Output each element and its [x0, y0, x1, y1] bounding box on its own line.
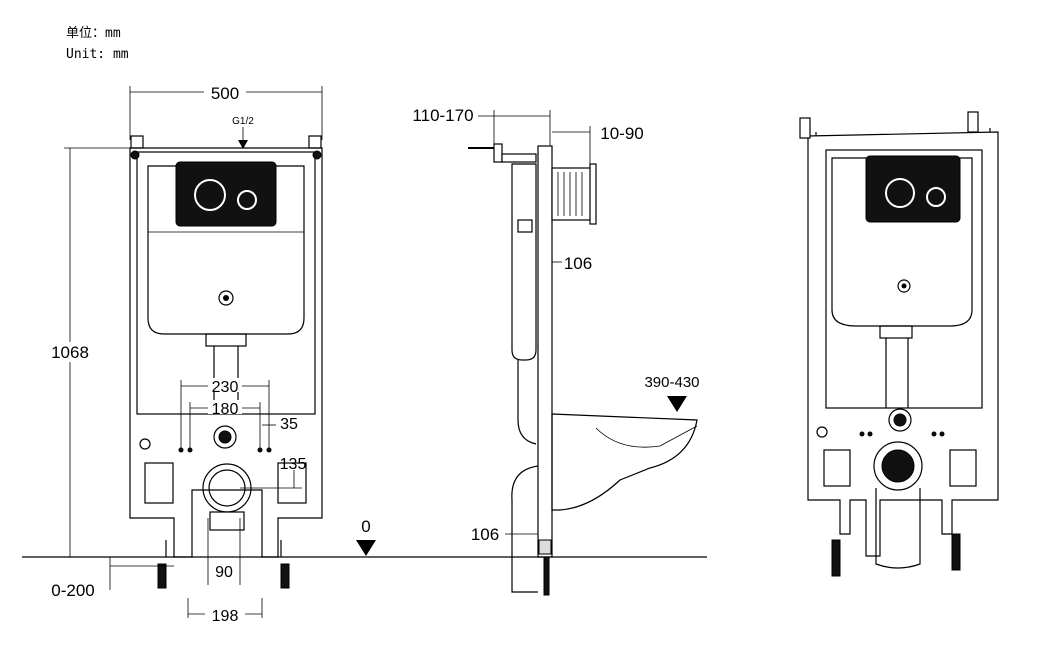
foot-width-label: 198 — [212, 608, 239, 625]
iso-frame — [807, 131, 999, 557]
iso-outlet — [873, 441, 923, 491]
seat-height-label: 390-430 — [644, 374, 699, 391]
iso-cistern — [831, 157, 973, 327]
inlet-label: G1/2 — [232, 116, 254, 127]
flush-plate — [175, 161, 277, 227]
bolt-port — [213, 425, 237, 449]
flush-button-large — [194, 179, 226, 211]
spacing-inner-label: 180 — [212, 401, 239, 418]
outlet-dia-label: 135 — [280, 456, 307, 473]
flush-depth-label: 110-170 — [412, 106, 473, 125]
wall-thickness-label: 10-90 — [600, 124, 643, 143]
foot-screw-right — [280, 563, 290, 589]
unit-label-en: Unit: mm — [66, 47, 129, 62]
seat-height-marker — [667, 396, 687, 412]
foot-screw-left — [157, 563, 167, 589]
side-cistern — [511, 163, 537, 361]
front-view: 500 G1/2 230 180 — [44, 84, 323, 625]
leg-adjust-label: 0-200 — [51, 581, 94, 600]
width-label: 500 — [211, 84, 239, 103]
side-drain-pipe — [511, 465, 539, 593]
cistern-tank — [147, 165, 305, 335]
floor-level-marker — [356, 540, 376, 556]
side-view: 110-170 10-90 106 390-430 — [356, 106, 700, 596]
frame-depth-bottom-label: 106 — [471, 525, 499, 544]
front-frame — [129, 147, 323, 558]
floor-level-label: 0 — [361, 517, 370, 536]
unit-label-zh: 单位：mm — [66, 26, 121, 41]
bolt-offset-label: 35 — [280, 416, 298, 433]
leg-gap-label: 90 — [215, 564, 233, 581]
spacing-outer-label: 230 — [212, 379, 239, 396]
frame-depth-top-label: 106 — [564, 254, 592, 273]
flush-button-small — [237, 190, 257, 210]
toilet-bowl — [551, 413, 698, 511]
iso-panel — [825, 149, 983, 409]
side-frame-post — [537, 145, 553, 558]
isometric-view — [799, 111, 999, 577]
height-label: 1068 — [51, 343, 89, 362]
